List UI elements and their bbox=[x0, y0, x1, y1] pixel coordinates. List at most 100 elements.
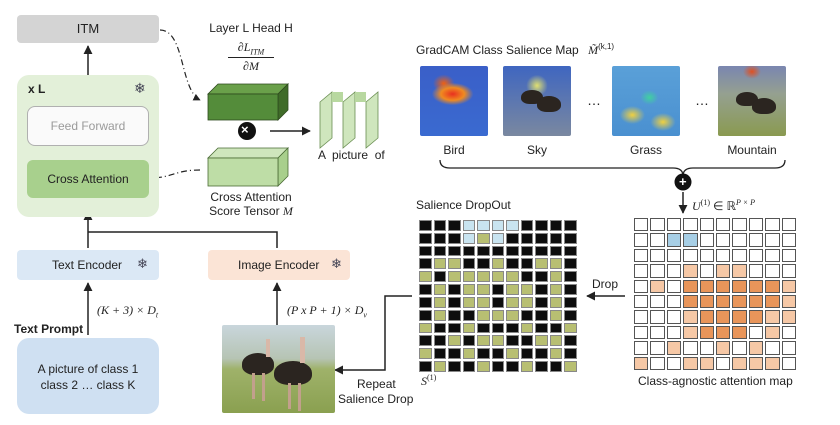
snowflake-icon: ❄ bbox=[331, 256, 342, 271]
salience-cell bbox=[419, 322, 432, 334]
itm-label: ITM bbox=[76, 21, 100, 36]
attention-grid bbox=[634, 218, 796, 370]
salience-cell bbox=[535, 335, 548, 347]
salience-cell bbox=[477, 361, 490, 372]
attention-cell bbox=[634, 248, 649, 263]
attention-cell bbox=[650, 279, 665, 293]
attention-cell bbox=[765, 264, 780, 278]
salience-cell bbox=[477, 220, 490, 231]
salience-cell bbox=[448, 296, 461, 308]
salience-cell bbox=[477, 322, 490, 334]
salience-cell bbox=[448, 284, 461, 295]
salience-cell bbox=[506, 309, 519, 321]
image-encoder-box bbox=[208, 250, 350, 280]
salience-cell bbox=[448, 271, 461, 283]
text-encoder-label: Text Encoder bbox=[52, 258, 123, 272]
score-tensor-text: Score Tensor bbox=[209, 204, 280, 218]
salience-cell bbox=[506, 348, 519, 360]
attention-cell bbox=[732, 248, 747, 263]
attention-cell bbox=[699, 310, 714, 324]
salience-cell bbox=[520, 284, 534, 295]
attention-cell bbox=[748, 248, 764, 263]
attention-cell bbox=[699, 294, 714, 309]
attention-cell bbox=[748, 218, 764, 232]
attention-cell bbox=[634, 341, 649, 355]
attention-cell bbox=[634, 325, 649, 340]
text-encoder-box bbox=[17, 250, 159, 280]
gradcam-ellipsis: … bbox=[695, 92, 709, 108]
text-prompt-heading: Text Prompt bbox=[14, 322, 84, 336]
attention-cell bbox=[765, 279, 780, 293]
salience-cell bbox=[477, 245, 490, 257]
layer-repeat-label: x L bbox=[28, 82, 46, 96]
salience-cell bbox=[535, 296, 548, 308]
gradcam-symbol: M̃ bbox=[588, 43, 599, 57]
gradcam-brace bbox=[439, 159, 786, 177]
salience-cell bbox=[549, 258, 563, 270]
attention-cell bbox=[765, 310, 780, 324]
attention-cell bbox=[732, 356, 747, 370]
attention-cell bbox=[732, 233, 747, 247]
attention-cell bbox=[699, 264, 714, 278]
salience-cell bbox=[549, 322, 563, 334]
image-dim-label: (P x P + 1) × Dv bbox=[287, 303, 367, 319]
attention-cell bbox=[650, 248, 665, 263]
salience-cell bbox=[419, 361, 432, 372]
attention-cell bbox=[699, 233, 714, 247]
salience-cell bbox=[462, 361, 476, 372]
attention-cell bbox=[765, 356, 780, 370]
attention-cell bbox=[650, 264, 665, 278]
salience-cell bbox=[462, 258, 476, 270]
salience-cell bbox=[477, 271, 490, 283]
attention-cell bbox=[781, 264, 796, 278]
salience-cell bbox=[433, 284, 447, 295]
attention-cell bbox=[765, 248, 780, 263]
salience-cell bbox=[564, 335, 577, 347]
salience-cell bbox=[564, 232, 577, 244]
salience-cell bbox=[477, 348, 490, 360]
salience-cell bbox=[549, 271, 563, 283]
gradcam-ellipsis: … bbox=[587, 92, 601, 108]
gradient-num-main: ∂L bbox=[237, 40, 251, 54]
salience-cell bbox=[433, 258, 447, 270]
salience-cell bbox=[549, 361, 563, 372]
gradcam-label-grass: Grass bbox=[629, 143, 662, 157]
attention-cell bbox=[634, 279, 649, 293]
attention-cell bbox=[666, 341, 682, 355]
salience-cell bbox=[549, 284, 563, 295]
attention-cell bbox=[683, 218, 698, 232]
salience-cell bbox=[520, 309, 534, 321]
salience-cell bbox=[564, 309, 577, 321]
salience-cell bbox=[462, 322, 476, 334]
salience-cell bbox=[535, 361, 548, 372]
cross-attention-label: Cross Attention bbox=[47, 172, 129, 186]
salience-cell bbox=[433, 348, 447, 360]
salience-cell bbox=[491, 284, 505, 295]
salience-cell bbox=[491, 258, 505, 270]
salience-cell bbox=[448, 361, 461, 372]
salience-cell bbox=[535, 309, 548, 321]
attention-cell bbox=[650, 325, 665, 340]
dropout-title: Salience DropOut bbox=[416, 198, 511, 212]
salience-cell bbox=[433, 361, 447, 372]
salience-cell bbox=[491, 232, 505, 244]
salience-cell bbox=[520, 220, 534, 231]
u-symbol: U bbox=[692, 199, 701, 213]
salience-cell bbox=[491, 335, 505, 347]
attention-cell bbox=[715, 248, 731, 263]
salience-cell bbox=[535, 245, 548, 257]
salience-cell bbox=[448, 232, 461, 244]
salience-cell bbox=[491, 220, 505, 231]
salience-cell bbox=[549, 296, 563, 308]
salience-cell bbox=[535, 232, 548, 244]
attention-cell bbox=[765, 341, 780, 355]
salience-cell bbox=[477, 258, 490, 270]
attention-cell bbox=[683, 356, 698, 370]
attention-cell bbox=[715, 310, 731, 324]
gradient-num-sub: ITM bbox=[250, 47, 265, 57]
salience-cell bbox=[477, 309, 490, 321]
attention-cell bbox=[666, 218, 682, 232]
salience-cell bbox=[462, 284, 476, 295]
attention-cell bbox=[748, 264, 764, 278]
salience-cell bbox=[520, 335, 534, 347]
